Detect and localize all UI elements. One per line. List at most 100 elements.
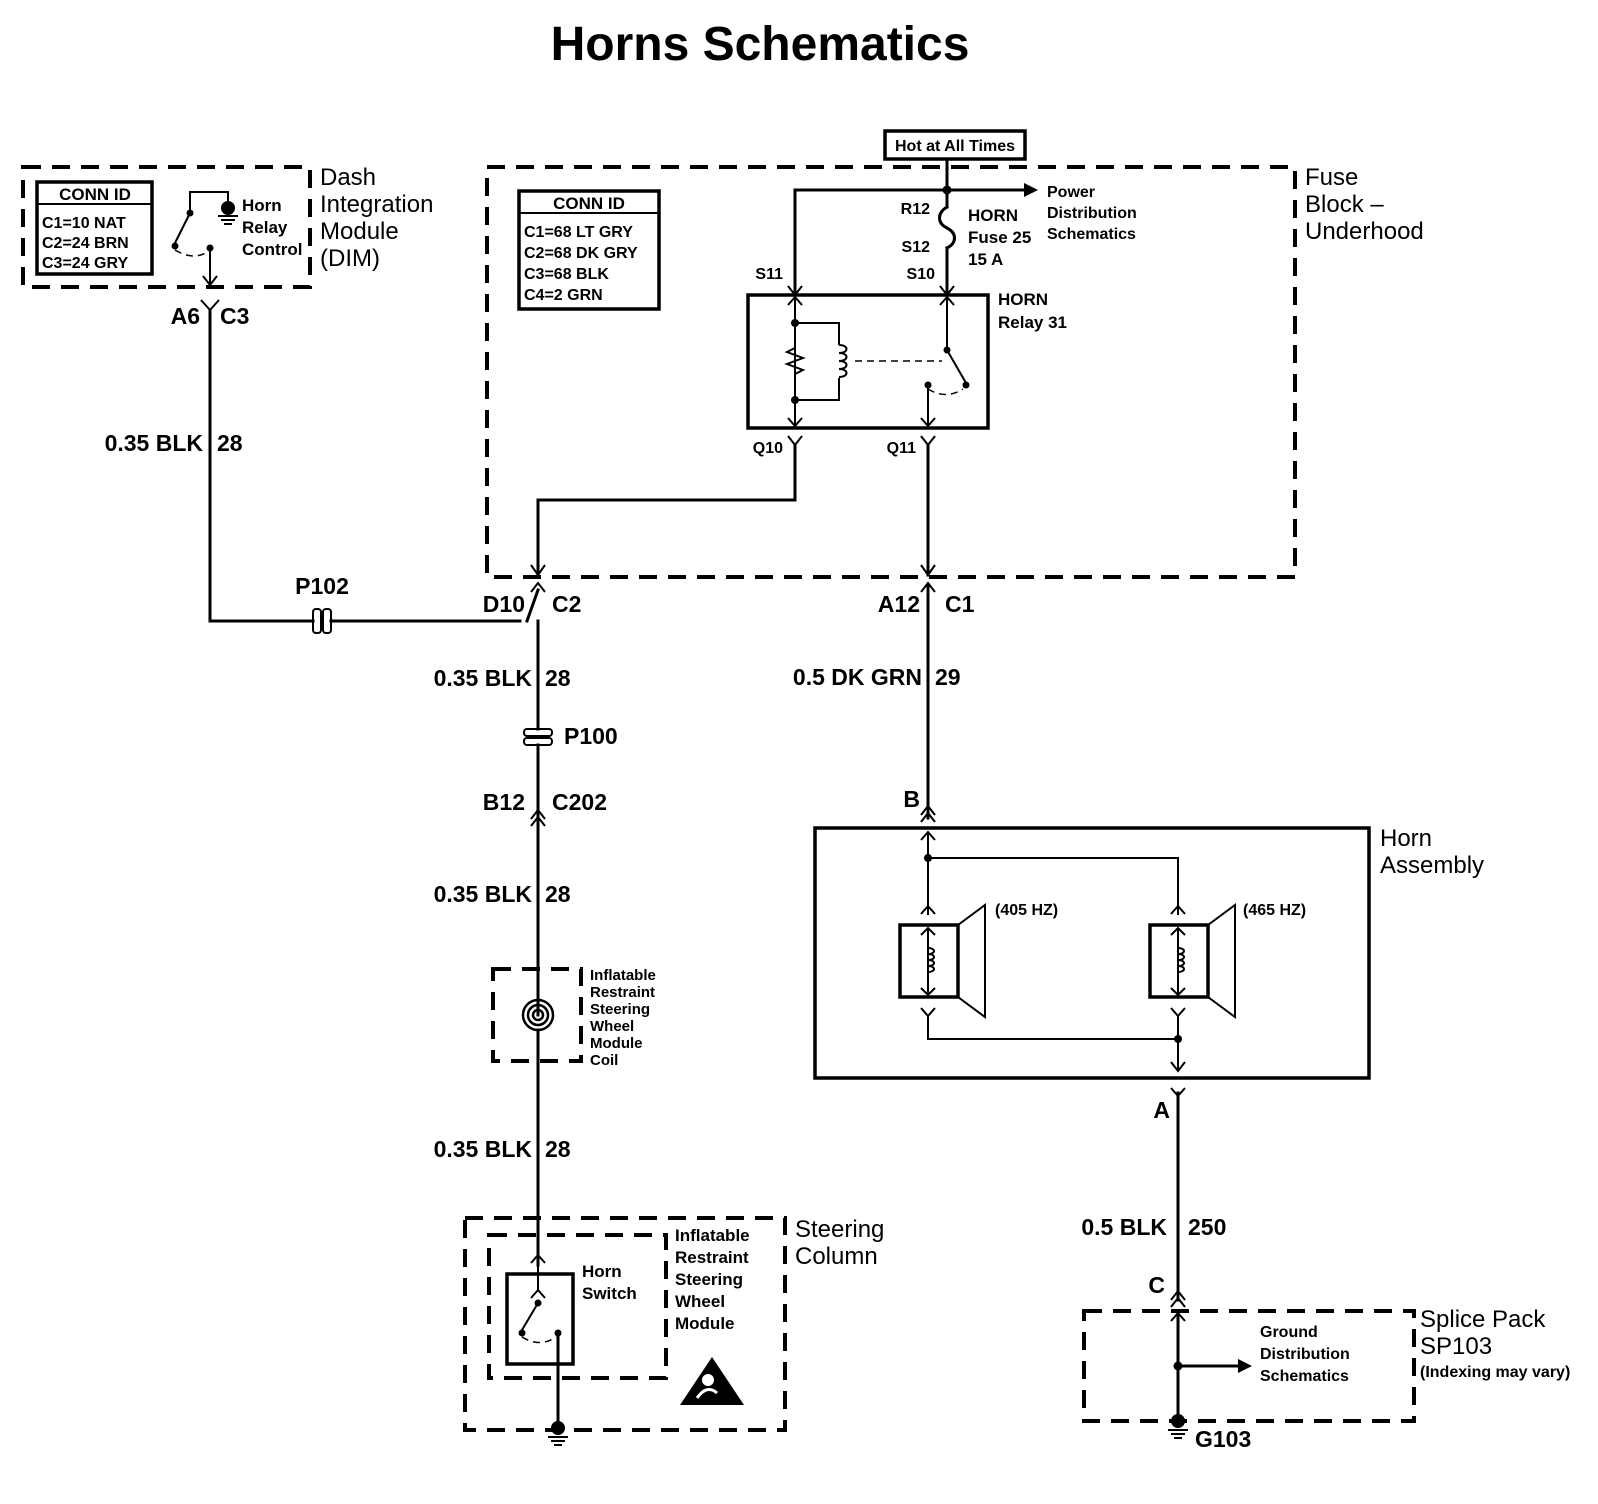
clockspring-coil-boundary — [491, 967, 583, 1063]
steering-module-label-1: Inflatable — [675, 1226, 750, 1245]
relay-control-label-1: Horn — [242, 196, 282, 215]
splice-pack-boundary — [1082, 1309, 1416, 1423]
power-dist-label-1: Power — [1047, 184, 1095, 201]
fuse-block-name-3: Underhood — [1305, 218, 1424, 245]
dim-name-2: Integration — [320, 191, 433, 218]
ground-distribution-arrow — [1238, 1359, 1252, 1373]
ground-dist-label-3: Schematics — [1260, 1368, 1349, 1385]
horn-pin-b: B — [903, 786, 920, 812]
relay-control-label-3: Control — [242, 240, 302, 259]
horn-relay-box — [746, 293, 990, 430]
steering-module-label-4: Wheel — [675, 1292, 725, 1311]
horn-assembly-box — [813, 826, 1371, 1080]
wire-q10-to-c2 — [536, 443, 797, 577]
c2-wire-gauge: 0.35 BLK — [434, 665, 533, 691]
coil-label-2: Restraint — [590, 984, 655, 1001]
fuse-icon — [938, 204, 956, 251]
coil-label-6: Coil — [590, 1052, 618, 1069]
dim-conn-id-c1: C1=10 NAT — [42, 215, 126, 232]
horn-switch — [505, 1253, 575, 1427]
horn2-frequency: (465 HZ) — [1243, 902, 1306, 919]
s11-label: S11 — [755, 266, 783, 283]
fuse-conn-id-c1: C1=68 LT GRY — [524, 224, 633, 241]
steering-column-name-1: Steering — [795, 1216, 884, 1243]
fuse-block-conn-id-box — [517, 189, 661, 311]
horn-relay-label-1: HORN — [998, 290, 1048, 309]
steering-module-label-3: Steering — [675, 1270, 743, 1289]
c2-wire-circuit: 28 — [545, 665, 571, 691]
fuse-label-3: 15 A — [968, 250, 1003, 269]
page-title: Horns Schematics — [551, 18, 970, 71]
dim-conn-id-c3: C3=24 GRY — [42, 255, 128, 272]
coil-wire-circuit: 28 — [545, 1136, 571, 1162]
p102-inline-connector — [312, 608, 332, 634]
q11-label: Q11 — [887, 440, 916, 457]
hot-at-all-times-label: Hot at All Times — [895, 138, 1015, 155]
splice-pack-name-1: Splice Pack — [1420, 1306, 1546, 1333]
steering-module-label-2: Restraint — [675, 1248, 749, 1267]
dim-wire-circuit: 28 — [217, 430, 243, 456]
c1-connector — [920, 581, 936, 593]
fuse-conn-id-c3: C3=68 BLK — [524, 266, 609, 283]
horn-speaker-icon — [1148, 903, 1236, 1019]
coil-wire-gauge: 0.35 BLK — [434, 1136, 533, 1162]
splice-pack-name-2: SP103 — [1420, 1333, 1492, 1360]
c202-wire-circuit: 28 — [545, 881, 571, 907]
steering-wheel-module-boundary — [487, 1233, 668, 1380]
c202-wire-gauge: 0.35 BLK — [434, 881, 533, 907]
splice-pack-pin-c-terminal — [1170, 1289, 1186, 1301]
dim-name-1: Dash — [320, 164, 376, 191]
fuse-block-name-2: Block – — [1305, 191, 1384, 218]
horn-switch-label-1: Horn — [582, 1262, 622, 1281]
relay-coil-icon — [838, 344, 848, 378]
fuse-block-underhood: CONN ID C1=68 LT GRY C2=68 DK GRY C3=68 … — [485, 164, 1424, 579]
coil-label-3: Steering — [590, 1001, 650, 1018]
fuse-block-name-1: Fuse — [1305, 164, 1358, 191]
power-distribution-arrow — [1024, 183, 1038, 197]
horn-speaker-icon — [898, 903, 986, 1019]
dim-conn-id-header: CONN ID — [59, 185, 131, 204]
splice-pack-name-3: (Indexing may vary) — [1420, 1364, 1570, 1381]
ground-icon — [1168, 1414, 1188, 1439]
ground-wire-circuit: 250 — [1188, 1214, 1226, 1240]
horn-wire-gauge: 0.5 DK GRN — [793, 664, 922, 690]
hot-at-all-times-box — [883, 129, 1027, 161]
steering-module-label-5: Module — [675, 1314, 735, 1333]
ground-icon — [218, 201, 238, 225]
p102-label: P102 — [295, 573, 349, 599]
dim-module-boundary — [21, 165, 312, 289]
s10-label: S10 — [907, 266, 936, 283]
c2-jog — [525, 588, 540, 623]
fuse-label-2: Fuse 25 — [968, 228, 1031, 247]
fuse-conn-id-header: CONN ID — [553, 194, 625, 213]
fuse-conn-id-c2: C2=68 DK GRY — [524, 245, 638, 262]
dim-module: CONN ID C1=10 NAT C2=24 BRN C3=24 GRY Ho… — [21, 164, 433, 289]
horn-assembly-name-1: Horn — [1380, 825, 1432, 852]
q10-label: Q10 — [753, 440, 783, 457]
dim-conn-id-box — [35, 180, 154, 276]
fuse-conn-id-c4: C4=2 GRN — [524, 287, 603, 304]
horn1-frequency: (405 HZ) — [995, 902, 1058, 919]
resistor-icon — [784, 347, 806, 375]
fuse-label-1: HORN — [968, 206, 1018, 225]
c202-connector — [530, 808, 546, 820]
dim-conn-id-c2: C2=24 BRN — [42, 235, 129, 252]
steering-column-boundary — [463, 1216, 787, 1432]
splice-pack-pin-c: C — [1148, 1272, 1165, 1298]
power-dist-label-3: Schematics — [1047, 226, 1136, 243]
steering-column-name-2: Column — [795, 1243, 878, 1270]
dim-name-3: Module — [320, 218, 399, 245]
horn-relay-label-2: Relay 31 — [998, 313, 1067, 332]
c2-connector — [530, 581, 546, 593]
c1-label: C1 — [945, 591, 975, 617]
horn-assembly-name-2: Assembly — [1380, 852, 1484, 879]
c2-label: C2 — [552, 591, 581, 617]
power-dist-label-2: Distribution — [1047, 205, 1137, 222]
horn-relay — [746, 293, 990, 430]
b12-label: B12 — [483, 789, 525, 815]
ground-dist-label-2: Distribution — [1260, 1346, 1350, 1363]
relay-control-label-2: Relay — [242, 218, 288, 237]
horn-pin-b-terminal — [920, 804, 936, 816]
coil-label-1: Inflatable — [590, 967, 656, 984]
dim-wire-gauge: 0.35 BLK — [105, 430, 204, 456]
